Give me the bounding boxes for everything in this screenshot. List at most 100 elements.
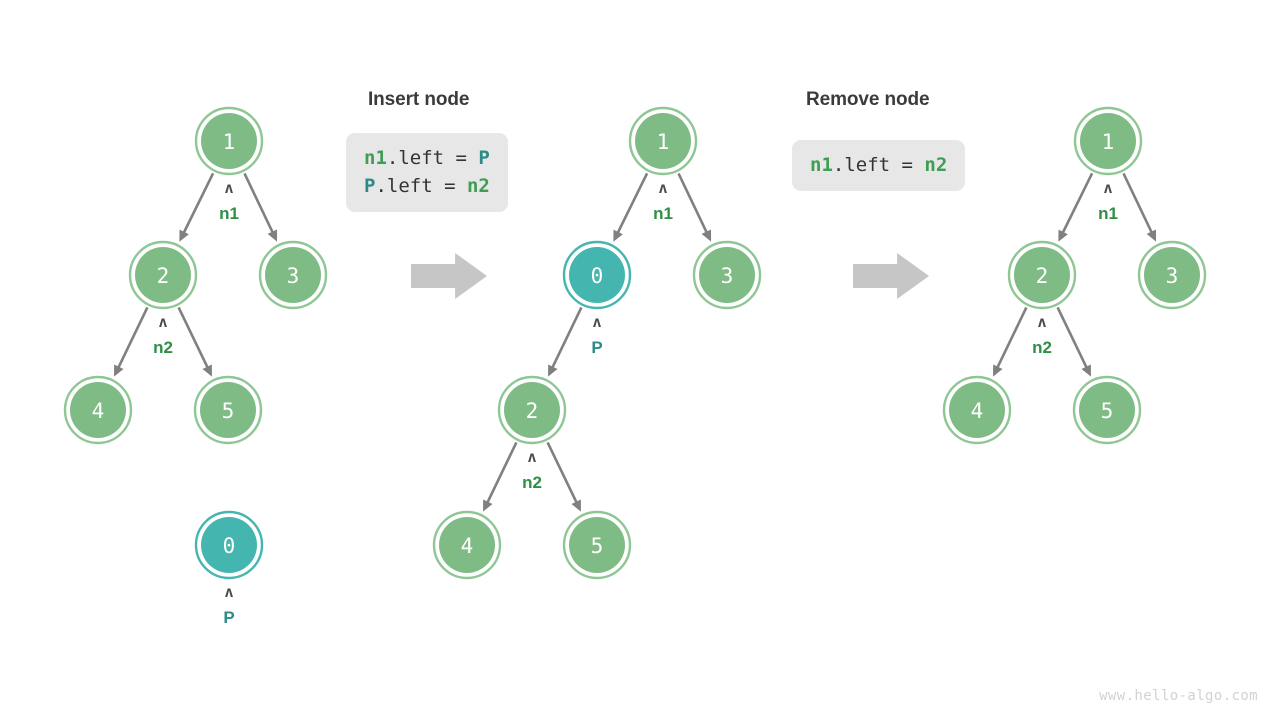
- tree-edge: [1122, 172, 1157, 242]
- node-outer-ring: [562, 240, 632, 310]
- node-disc: [439, 517, 495, 573]
- tree-edge: [177, 306, 212, 377]
- code-token: n2: [924, 154, 948, 176]
- node-disc: [1144, 247, 1200, 303]
- tree-node: 4: [432, 510, 502, 580]
- node-disc: [201, 517, 257, 573]
- node-outer-ring: [1007, 240, 1077, 310]
- node-value: 5: [1101, 399, 1114, 423]
- tree-node: 0: [194, 510, 264, 580]
- node-disc: [949, 382, 1005, 438]
- code-token: n2: [466, 175, 490, 197]
- pointer-caret-icon: ʌ: [224, 583, 233, 601]
- tree-edge: [613, 172, 649, 242]
- node-disc: [1080, 113, 1136, 169]
- node-outer-ring: [63, 375, 133, 445]
- node-disc: [569, 247, 625, 303]
- node-value: 1: [657, 130, 670, 154]
- tree-node: 3: [692, 240, 762, 310]
- pointer-label: n2: [522, 473, 542, 492]
- tree-edge: [179, 172, 215, 242]
- node-value: 4: [971, 399, 984, 423]
- pointer-caret-icon: ʌ: [1037, 313, 1046, 331]
- code-box-remove: n1.left = n2: [792, 140, 966, 191]
- node-value: 1: [223, 130, 236, 154]
- node-value: 2: [157, 264, 170, 288]
- panel-title-insert: Insert node: [368, 89, 470, 110]
- pointer-caret-icon: ʌ: [592, 313, 601, 331]
- pointer-caret-icon: ʌ: [1103, 179, 1112, 197]
- node-pointer: ʌP: [223, 583, 234, 627]
- tree-edge: [114, 306, 149, 377]
- tree-edge: [993, 306, 1028, 377]
- node-outer-ring: [258, 240, 328, 310]
- node-value: 1: [1102, 130, 1115, 154]
- node-outer-ring: [497, 375, 567, 445]
- edge-arrowhead: [179, 229, 189, 242]
- edge-arrowhead: [267, 229, 278, 242]
- node-disc: [200, 382, 256, 438]
- node-outer-ring: [194, 510, 264, 580]
- node-pointer: ʌ n2: [522, 448, 542, 492]
- node-value: 3: [287, 264, 300, 288]
- node-outer-ring: [128, 240, 198, 310]
- pointer-caret-icon: ʌ: [527, 448, 536, 466]
- node-outer-ring: [628, 106, 698, 176]
- node-disc: [1014, 247, 1070, 303]
- code-token: P: [364, 175, 376, 197]
- tree-edge: [677, 172, 712, 242]
- tree-node: 5: [193, 375, 263, 445]
- node-disc: [201, 113, 257, 169]
- node-pointer: ʌ n1: [1098, 179, 1118, 223]
- tree-edge: [1056, 306, 1091, 377]
- tree-edge: [1058, 172, 1094, 242]
- pointer-caret-icon: ʌ: [658, 179, 667, 197]
- pointer-label: n1: [219, 204, 239, 223]
- tree-node: 1: [628, 106, 698, 176]
- panel-title-remove: Remove node: [806, 89, 930, 110]
- code-line: n1.left = P: [364, 144, 490, 172]
- edge-arrowhead: [1146, 229, 1157, 242]
- node-outer-ring: [193, 375, 263, 445]
- node-disc: [699, 247, 755, 303]
- node-outer-ring: [562, 510, 632, 580]
- code-line: P.left = n2: [364, 172, 490, 200]
- node-value: 2: [1036, 264, 1049, 288]
- edge-arrowhead: [993, 364, 1003, 377]
- tree-node: 3: [1137, 240, 1207, 310]
- tree-edge: [548, 306, 583, 377]
- pointer-label: P: [223, 608, 234, 627]
- tree-node: 1: [1073, 106, 1143, 176]
- edge-arrowhead: [571, 499, 581, 512]
- tree-edge: [546, 441, 581, 512]
- node-outer-ring: [1137, 240, 1207, 310]
- node-pointer: ʌn1: [219, 179, 239, 223]
- node-disc: [1079, 382, 1135, 438]
- node-outer-ring: [1072, 375, 1142, 445]
- tree-node: 4: [63, 375, 133, 445]
- edge-arrowhead: [548, 364, 558, 377]
- tree-node: 1: [194, 106, 264, 176]
- pointer-label: n1: [1098, 204, 1118, 223]
- code-token: .left =: [832, 154, 925, 176]
- node-disc: [135, 247, 191, 303]
- tree-edge: [243, 172, 278, 242]
- node-pointer: ʌn2: [1032, 313, 1052, 357]
- pointer-label: n2: [153, 338, 173, 357]
- node-outer-ring: [1073, 106, 1143, 176]
- node-value: 3: [721, 264, 734, 288]
- node-value: 2: [526, 399, 539, 423]
- tree-node: 0: [562, 240, 632, 310]
- edge-arrowhead: [114, 364, 124, 377]
- node-pointer: ʌP: [591, 313, 602, 357]
- node-outer-ring: [194, 106, 264, 176]
- edge-arrowhead: [613, 229, 623, 242]
- watermark: www.hello-algo.com: [1099, 688, 1258, 704]
- tree-node: 2: [497, 375, 567, 445]
- code-token: .left =: [375, 175, 467, 197]
- node-value: 4: [461, 534, 474, 558]
- edge-arrowhead: [701, 229, 712, 242]
- code-token: n1: [810, 154, 833, 176]
